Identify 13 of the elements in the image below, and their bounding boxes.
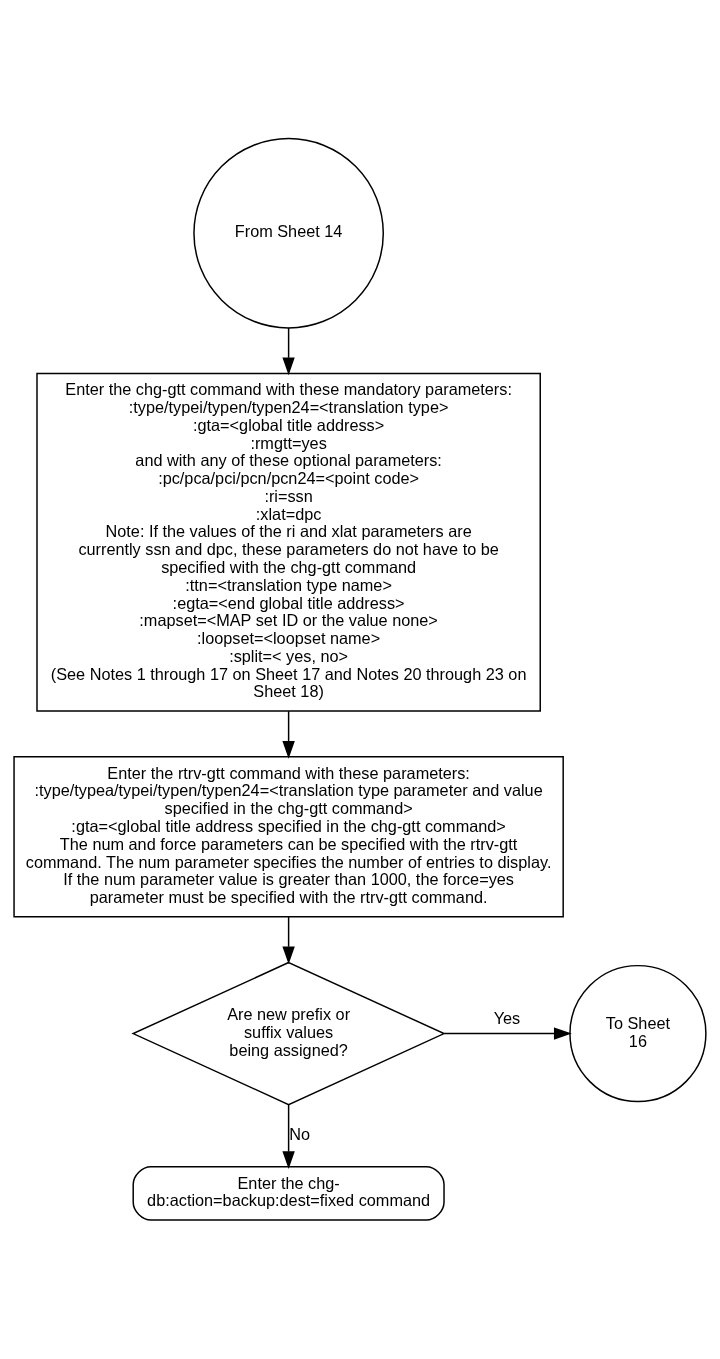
- edge-label: Yes: [493, 1009, 521, 1028]
- node-diamond: Are new prefix or suffix values being assigned?: [131, 961, 446, 1106]
- node-box: Enter the chg-gtt command with these mandatory parameters: :type/typei/typen/typen24=<translation type> :gta=<global title address> :rmgtt=yes and with any of these optional parameters: :pc/pca/pci/pcn/pcn24=<point code> :ri=ssn :xlat=dpc Note: If the values of the ri and xlat parameters are currently ssn and dpc, these parameters do not have to be specified with the chg-gtt command :ttn=<translation type name> :egta=<end global title address> :mapset=<MAP set ID or the value none> :loopset=<loopset name> :split=< yes, no> (See Notes 1 through 17 on Sheet 17 and Notes 20 through 23 on Sheet 18): [36, 372, 541, 712]
- edge-label: No: [289, 1124, 311, 1143]
- node-circle: From Sheet 14: [193, 137, 384, 329]
- arrow: [282, 710, 295, 759]
- node-box: Enter the rtrv-gtt command with these parameters: :type/typea/typei/typen/typen24=<translation type parameter and value specified in the chg-gtt command> :gta=<global title address specified in the chg-gtt command> The num and force parameters can be specified with the rtrv-gtt command. The num parameter specifies the number of entries to display. If the num parameter value is greater than 1000, the force=yes parameter must be specified with the rtrv-gtt command.: [13, 756, 564, 918]
- arrow: [282, 916, 295, 965]
- arrow: [282, 1104, 295, 1169]
- arrow: [282, 327, 295, 376]
- node-circle: To Sheet 16: [569, 964, 707, 1103]
- node-box: Enter the chg-db:action=backup:dest=fixed command: [132, 1166, 445, 1221]
- arrow: [443, 1027, 572, 1040]
